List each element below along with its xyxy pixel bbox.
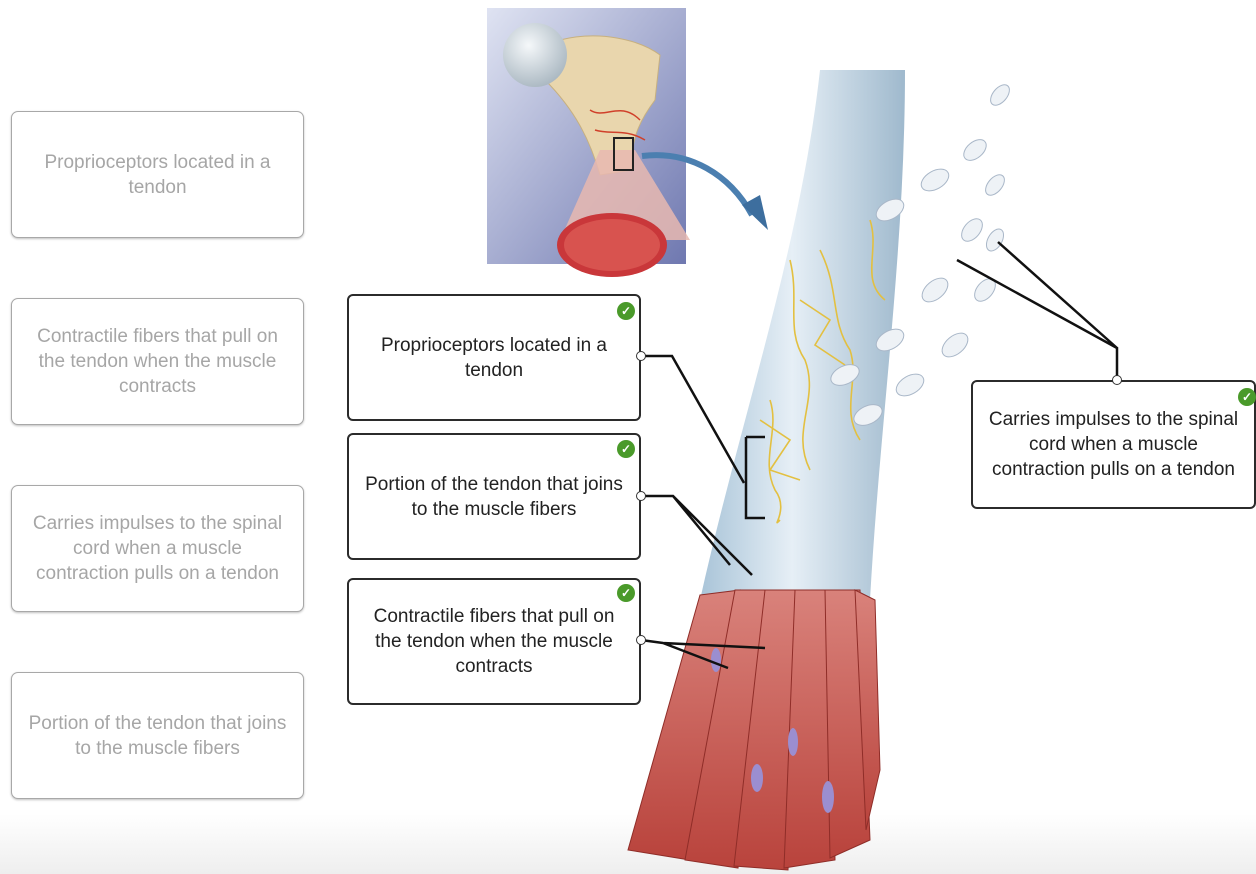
placed-label-tendon-portion[interactable]: Portion of the tendon that joins to the … <box>347 433 641 560</box>
word-bank-card-2[interactable]: Contractile fibers that pull on the tend… <box>11 298 304 425</box>
word-bank-card-1[interactable]: Proprioceptors located in a tendon <box>11 111 304 238</box>
placed-label-text: Portion of the tendon that joins to the … <box>359 472 629 522</box>
check-icon: ✓ <box>617 302 635 320</box>
inset-bone-image <box>487 8 690 277</box>
placed-label-text: Contractile fibers that pull on the tend… <box>359 604 629 679</box>
placed-label-proprioceptors[interactable]: Proprioceptors located in a tendon <box>347 294 641 421</box>
connector-dot[interactable] <box>636 635 646 645</box>
check-icon: ✓ <box>1238 388 1256 406</box>
connector-dot[interactable] <box>1112 375 1122 385</box>
placed-label-nerve-fibers[interactable]: Carries impulses to the spinal cord when… <box>971 380 1256 509</box>
placed-label-contractile-fibers[interactable]: Contractile fibers that pull on the tend… <box>347 578 641 705</box>
connector-dot[interactable] <box>636 491 646 501</box>
word-bank-card-3[interactable]: Carries impulses to the spinal cord when… <box>11 485 304 612</box>
connector-dot[interactable] <box>636 351 646 361</box>
check-icon: ✓ <box>617 584 635 602</box>
placed-label-text: Carries impulses to the spinal cord when… <box>983 407 1244 482</box>
check-icon: ✓ <box>617 440 635 458</box>
word-bank-card-4[interactable]: Portion of the tendon that joins to the … <box>11 672 304 799</box>
placed-label-text: Proprioceptors located in a tendon <box>359 333 629 383</box>
